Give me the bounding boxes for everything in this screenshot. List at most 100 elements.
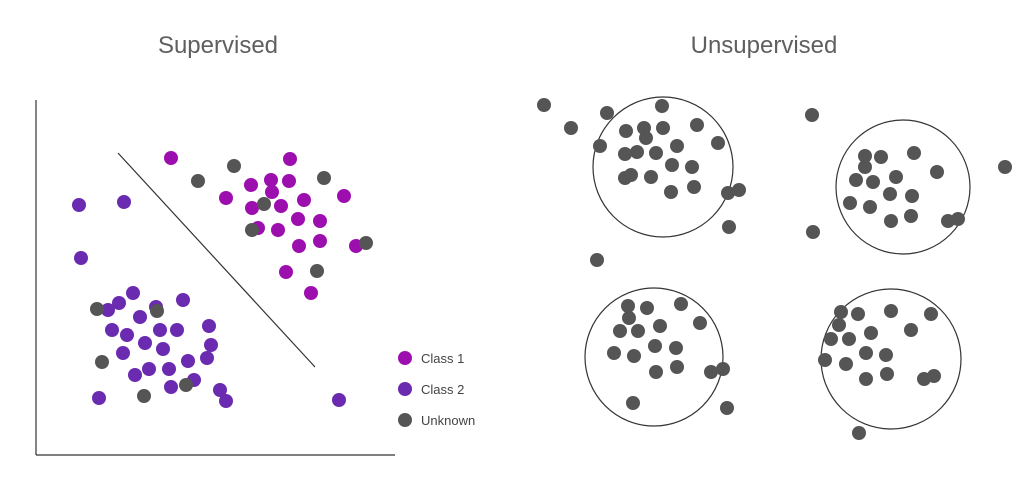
point-unlabeled-75	[818, 353, 832, 367]
point-unlabeled-70	[904, 323, 918, 337]
point-unknown-10	[95, 355, 109, 369]
point-class1-16	[292, 239, 306, 253]
point-unlabeled-49	[622, 311, 636, 325]
unsupervised-points	[537, 98, 1012, 440]
point-class2-21	[181, 354, 195, 368]
point-class1-8	[245, 201, 259, 215]
point-class1-4	[264, 173, 278, 187]
point-class1-10	[297, 193, 311, 207]
supervised-panel: Supervised Class 1 Class 2 Unknown	[35, 32, 475, 456]
point-unlabeled-45	[806, 225, 820, 239]
point-unlabeled-40	[884, 214, 898, 228]
point-unlabeled-28	[858, 149, 872, 163]
point-class1-11	[337, 189, 351, 203]
point-unlabeled-17	[644, 170, 658, 184]
point-unknown-3	[317, 171, 331, 185]
point-unlabeled-44	[998, 160, 1012, 174]
point-unlabeled-29	[874, 150, 888, 164]
point-unlabeled-36	[883, 187, 897, 201]
legend-swatch-unknown	[398, 413, 412, 427]
point-unknown-2	[227, 159, 241, 173]
point-class1-2	[283, 152, 297, 166]
point-unlabeled-48	[674, 297, 688, 311]
point-unlabeled-43	[951, 212, 965, 226]
point-class1-9	[274, 199, 288, 213]
point-class2-29	[332, 393, 346, 407]
point-class2-4	[126, 286, 140, 300]
point-unlabeled-65	[851, 307, 865, 321]
point-unlabeled-35	[889, 170, 903, 184]
point-unlabeled-76	[839, 357, 853, 371]
point-class1-13	[313, 214, 327, 228]
point-unlabeled-31	[858, 160, 872, 174]
point-class2-23	[128, 368, 142, 382]
point-unlabeled-71	[824, 332, 838, 346]
point-unlabeled-68	[832, 318, 846, 332]
point-unknown-4	[257, 197, 271, 211]
point-class2-14	[120, 328, 134, 342]
point-class2-16	[156, 342, 170, 356]
supervised-points	[72, 151, 373, 408]
point-unlabeled-52	[613, 324, 627, 338]
point-unlabeled-16	[665, 158, 679, 172]
point-class1-7	[219, 191, 233, 205]
point-class1-19	[279, 265, 293, 279]
point-unlabeled-4	[655, 99, 669, 113]
point-class1-5	[282, 174, 296, 188]
point-unlabeled-15	[711, 136, 725, 150]
point-unlabeled-60	[704, 365, 718, 379]
point-unlabeled-61	[716, 362, 730, 376]
point-unlabeled-72	[842, 332, 856, 346]
legend: Class 1 Class 2 Unknown	[398, 351, 475, 428]
decision-boundary	[117, 152, 316, 368]
point-unlabeled-32	[930, 165, 944, 179]
point-unlabeled-41	[904, 209, 918, 223]
point-unknown-8	[90, 302, 104, 316]
point-unlabeled-55	[669, 341, 683, 355]
point-unlabeled-78	[880, 367, 894, 381]
point-unlabeled-12	[649, 146, 663, 160]
cluster-boundary-1	[592, 96, 734, 238]
point-class2-28	[92, 391, 106, 405]
point-class2-2	[117, 195, 131, 209]
point-class2-26	[213, 383, 227, 397]
point-class2-12	[202, 319, 216, 333]
point-unlabeled-69	[864, 326, 878, 340]
point-unlabeled-1	[537, 98, 551, 112]
point-unlabeled-21	[664, 185, 678, 199]
point-unlabeled-58	[670, 360, 684, 374]
point-unlabeled-59	[649, 365, 663, 379]
point-class2-13	[105, 323, 119, 337]
legend-label-class1: Class 1	[421, 351, 464, 366]
point-class2-8	[101, 303, 115, 317]
point-class2-3	[74, 251, 88, 265]
point-unlabeled-38	[843, 196, 857, 210]
point-class2-17	[204, 338, 218, 352]
unsupervised-title: Unsupervised	[691, 32, 838, 59]
point-unlabeled-3	[600, 106, 614, 120]
point-unlabeled-23	[721, 186, 735, 200]
point-unlabeled-9	[690, 118, 704, 132]
point-unknown-7	[310, 264, 324, 278]
point-class2-5	[112, 296, 126, 310]
point-unlabeled-47	[640, 301, 654, 315]
legend-label-class2: Class 2	[421, 382, 464, 397]
point-unknown-6	[359, 236, 373, 250]
cluster-boundary-3	[584, 287, 724, 427]
point-class2-15	[138, 336, 152, 350]
point-unlabeled-8	[656, 121, 670, 135]
point-unlabeled-33	[849, 173, 863, 187]
point-class2-27	[219, 394, 233, 408]
point-unlabeled-53	[631, 324, 645, 338]
cluster-boundary-2	[835, 119, 971, 255]
point-unlabeled-26	[590, 253, 604, 267]
point-unknown-11	[179, 378, 193, 392]
point-class2-22	[200, 351, 214, 365]
legend-swatch-class2	[398, 382, 412, 396]
point-unlabeled-37	[905, 189, 919, 203]
point-unlabeled-34	[866, 175, 880, 189]
point-unlabeled-20	[618, 171, 632, 185]
point-unlabeled-77	[859, 372, 873, 386]
point-unlabeled-30	[907, 146, 921, 160]
